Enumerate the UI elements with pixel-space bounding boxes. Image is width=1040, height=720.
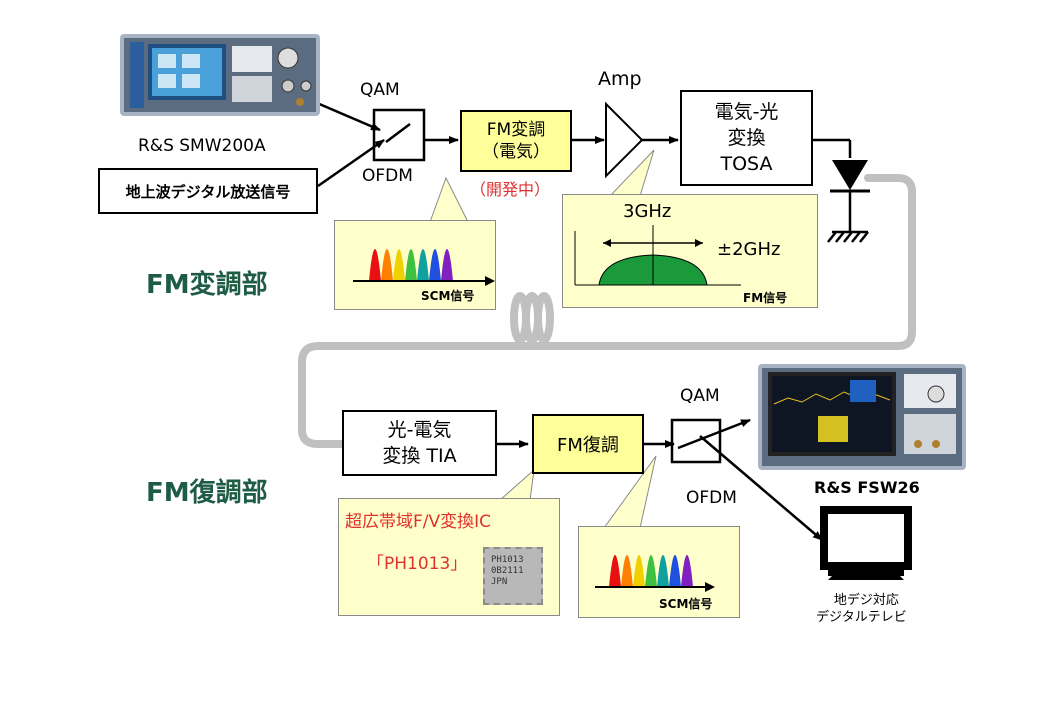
optical-electro-converter-box: 光-電気 変換 TIA bbox=[342, 410, 497, 476]
ofdm-label-top: OFDM bbox=[362, 166, 413, 186]
eo-line1: 電気-光 bbox=[714, 101, 779, 123]
signal-generator-image bbox=[120, 34, 320, 116]
chip-text-line1: PH1013 bbox=[491, 555, 524, 565]
spectrum-analyzer-image bbox=[758, 364, 966, 470]
ic-part-number: 「PH1013」 bbox=[367, 554, 468, 574]
tv-label-line2: デジタルテレビ bbox=[816, 610, 907, 625]
ofdm-label-bottom: OFDM bbox=[686, 488, 737, 508]
eo-line2: 変換 bbox=[727, 127, 766, 149]
fm-signal-callout: 3GHz ±2GHz FM信号 bbox=[562, 194, 818, 308]
fm-modulator-line2: （電気） bbox=[482, 142, 550, 162]
scm-signal-callout-top: SCM信号 bbox=[334, 220, 496, 310]
broadcast-signal-label: 地上波デジタル放送信号 bbox=[125, 182, 291, 201]
amplifier-symbol bbox=[605, 101, 644, 179]
ic-title: 超広帯域F/V変換IC bbox=[345, 512, 492, 532]
qam-ofdm-modulator bbox=[372, 108, 426, 162]
chip-text-line2: 0B2111 bbox=[491, 566, 524, 576]
fm-spectrum-plot bbox=[574, 225, 741, 286]
fm-center-frequency: 3GHz bbox=[623, 201, 672, 222]
scm-spectrum-bottom bbox=[595, 555, 715, 592]
scm-spectrum-top bbox=[353, 249, 495, 286]
eo-line3: TOSA bbox=[720, 153, 773, 175]
tv-label: 地デジ対応 デジタルテレビ bbox=[816, 592, 907, 626]
modulation-section-title: FM変調部 bbox=[146, 270, 268, 300]
fm-modulator-line1: FM変調 bbox=[486, 120, 546, 140]
photodiode-symbol bbox=[832, 160, 868, 190]
fm-modulator-box: FM変調 （電気） bbox=[460, 110, 572, 172]
qam-ofdm-demodulator bbox=[670, 418, 722, 464]
qam-label-top: QAM bbox=[360, 80, 400, 100]
signal-generator-label: R&S SMW200A bbox=[138, 136, 266, 156]
optical-fiber bbox=[298, 174, 916, 448]
fm-demodulator-label: FM復調 bbox=[557, 435, 619, 456]
qam-label-bottom: QAM bbox=[680, 386, 720, 406]
tv-label-line1: 地デジ対応 bbox=[833, 593, 899, 608]
scm-label-bottom: SCM信号 bbox=[659, 597, 713, 611]
fm-bandwidth: ±2GHz bbox=[717, 239, 781, 260]
electro-optical-converter-box: 電気-光 変換 TOSA bbox=[680, 90, 813, 186]
scm-signal-callout-bottom: SCM信号 bbox=[578, 526, 740, 618]
oe-line2: 変換 TIA bbox=[382, 445, 457, 467]
ic-chip-image: PH1013 0B2111 JPN bbox=[483, 547, 543, 605]
broadcast-signal-box: 地上波デジタル放送信号 bbox=[98, 168, 318, 214]
oe-line1: 光-電気 bbox=[387, 419, 452, 441]
scm-label-top: SCM信号 bbox=[421, 289, 475, 303]
fv-converter-ic-callout: 超広帯域F/V変換IC 「PH1013」 PH1013 0B2111 JPN bbox=[338, 498, 560, 616]
development-note: （開発中） bbox=[470, 180, 551, 199]
fm-demodulator-box: FM復調 bbox=[532, 414, 644, 474]
tv-icon bbox=[818, 504, 914, 584]
chip-text-line3: JPN bbox=[491, 577, 508, 587]
spectrum-analyzer-label: R&S FSW26 bbox=[814, 478, 920, 497]
demodulation-section-title: FM復調部 bbox=[146, 478, 268, 508]
amp-label: Amp bbox=[598, 68, 642, 90]
fm-signal-label: FM信号 bbox=[743, 291, 788, 305]
